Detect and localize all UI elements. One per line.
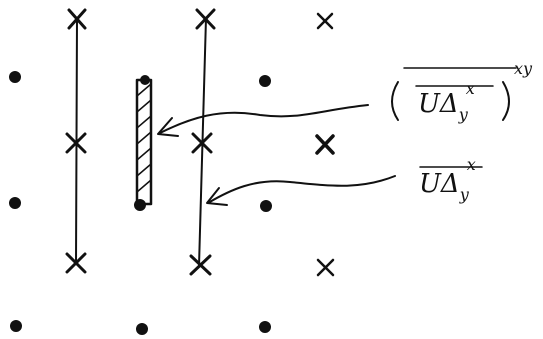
cross-mark (67, 8, 87, 30)
dot-mark (9, 197, 21, 209)
dot-mark (259, 75, 271, 87)
arrow-to-bar (157, 104, 369, 137)
dot-marks (9, 71, 272, 335)
svg-text:UΔyx: UΔyx (418, 79, 475, 124)
arrow-to-line (206, 175, 396, 206)
cross-mark (195, 8, 216, 30)
label-upper: UΔyx xy (391, 59, 533, 124)
cross-mark (65, 132, 87, 154)
dot-mark (10, 320, 22, 332)
cross-mark (189, 254, 212, 276)
cross-mark (315, 134, 335, 155)
label-upper-sub: y (458, 105, 469, 124)
label-upper-sup-outer: xy (514, 59, 533, 78)
cross-marks (65, 8, 335, 277)
dot-mark (9, 71, 21, 83)
label-lower-sup: x (467, 155, 476, 174)
label-lower-sub: y (459, 185, 470, 204)
dot-mark (259, 321, 271, 333)
cross-mark (316, 12, 334, 30)
svg-text:UΔyx: UΔyx (419, 155, 476, 204)
cross-mark (316, 258, 335, 277)
cross-mark (65, 252, 87, 274)
label-lower-base: UΔ (419, 169, 460, 199)
label-lower: UΔyx (419, 155, 483, 204)
dot-mark (260, 200, 272, 212)
label-upper-base: UΔ (418, 89, 459, 119)
dot-mark (136, 323, 148, 335)
label-upper-sup-inner: x (466, 79, 475, 98)
cross-mark (191, 132, 213, 154)
hatched-bar (134, 75, 153, 211)
